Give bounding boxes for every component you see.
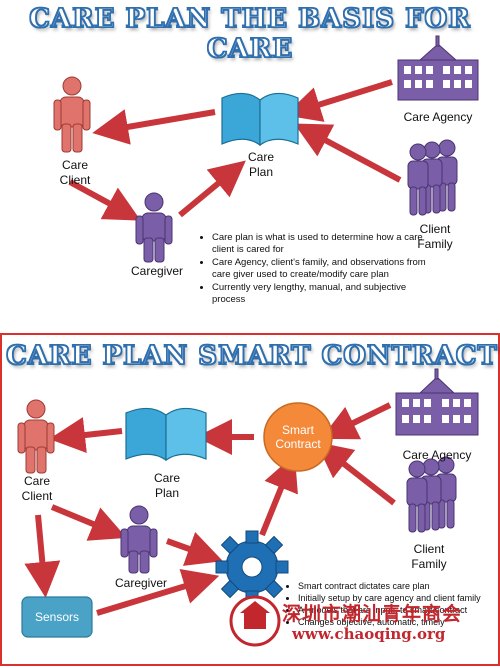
- bottom-diagram: [17, 368, 479, 647]
- caregiver-person-icon: [120, 505, 158, 574]
- label-care-client: Care Client: [21, 474, 53, 503]
- arrow-sensors-to-ai: [96, 569, 220, 616]
- client-family-people-icon: [406, 456, 457, 533]
- arrow-ai-to-contract: [259, 454, 298, 537]
- client-family-people-icon: [407, 139, 458, 216]
- label-client-family: Client Family: [417, 222, 453, 251]
- label-care-agency: Care Agency: [403, 110, 473, 124]
- sensors-label: Sensors: [34, 610, 80, 624]
- arrow-caregiver-to-ai: [165, 531, 223, 566]
- bottom-panel: Care Plan Smart Contract: [0, 333, 500, 666]
- top-panel: Care Plan the Basis for Care: [0, 0, 500, 330]
- care-agency-building-icon: [397, 35, 479, 101]
- watermark-url-text: www.chaoqing.org: [292, 625, 446, 643]
- label-care-plan: Care Plan: [247, 150, 274, 179]
- label-care-plan: Care Plan: [153, 471, 180, 500]
- ai-gear-icon: [215, 530, 289, 604]
- label-client-family: Client Family: [411, 542, 447, 571]
- label-caregiver: Caregiver: [114, 576, 168, 590]
- caregiver-person-icon: [135, 192, 173, 263]
- smart-contract-label: Smart Contract: [275, 423, 321, 451]
- bottom-bullet: Smart contract dictates care plan: [298, 581, 500, 592]
- care-client-person-icon: [17, 399, 55, 474]
- arrow-client-to-sensors: [24, 514, 61, 598]
- top-diagram: [53, 35, 479, 263]
- bottom-bullet: AI models that are inputs to smart contr…: [298, 605, 500, 616]
- top-bullet: Currently very lengthy, manual, and subj…: [212, 282, 434, 306]
- arrow-family-to-contract: [315, 441, 396, 506]
- watermark-chinese-text: 深圳市潮汕青年商会: [282, 603, 463, 625]
- care-agency-building-icon: [395, 368, 479, 436]
- top-title: Care Plan the Basis for Care: [28, 3, 471, 65]
- label-caregiver: Caregiver: [130, 264, 184, 278]
- bottom-bullet: Changes objective, automatic, timely: [298, 617, 500, 628]
- smart-contract-node: [263, 402, 333, 472]
- top-bullet: Care plan is what is used to determine h…: [212, 232, 434, 256]
- watermark-emblem-icon: [229, 595, 281, 647]
- arrow-agency-to-contract: [320, 402, 392, 440]
- arrow-plan-to-client: [49, 417, 123, 453]
- bottom-title: Care Plan Smart Contract: [5, 340, 498, 372]
- sensors-node: [21, 596, 93, 638]
- care-plan-book-icon: [221, 92, 299, 147]
- label-care-client: Care Client: [59, 158, 91, 187]
- label-care-agency: Care Agency: [402, 448, 472, 462]
- arrow-plan-to-client: [92, 109, 216, 145]
- arrow-client-to-caregiver: [68, 179, 141, 221]
- top-bullet-list: Care plan is what is used to determine h…: [198, 232, 434, 307]
- top-bullet: Care Agency, client's family, and observ…: [212, 257, 434, 281]
- arrow-family-to-plan: [294, 123, 402, 183]
- bottom-bullet: Initially setup by care agency and clien…: [298, 593, 500, 604]
- care-plan-book-icon: [125, 407, 207, 462]
- arrow-client-to-caregiver: [50, 504, 127, 541]
- bottom-bullet-list: Smart contract dictates care plan Initia…: [284, 581, 500, 629]
- arrow-agency-to-plan: [284, 79, 393, 122]
- arrow-caregiver-to-plan: [178, 160, 246, 218]
- care-client-person-icon: [53, 76, 91, 153]
